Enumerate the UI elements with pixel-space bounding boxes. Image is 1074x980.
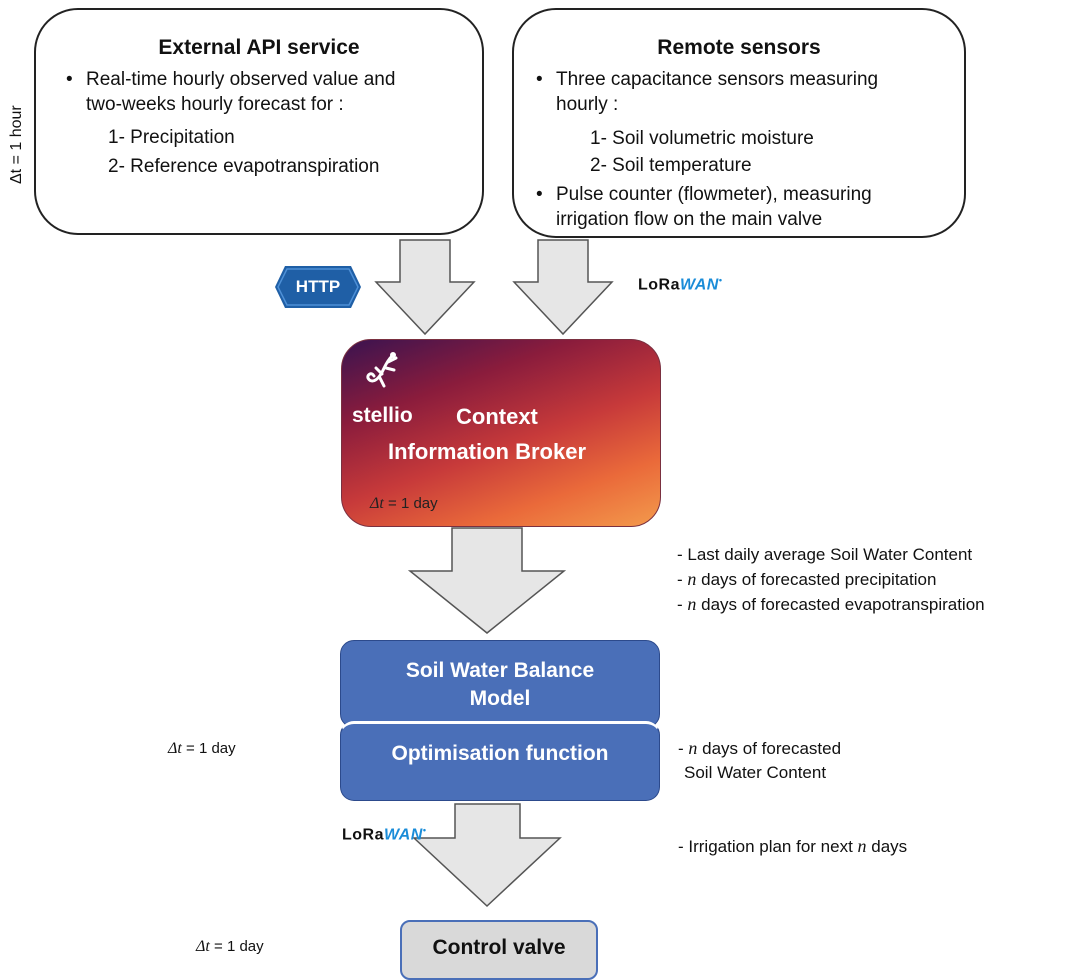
sensor-bullet2-line2: irrigation flow on the main valve	[556, 209, 823, 230]
output-forecast-soil-water: - n days of forecasted	[678, 738, 842, 758]
remote-sensors-box: Remote sensors • Three capacitance senso…	[512, 8, 966, 238]
external-api-title: External API service	[158, 36, 360, 59]
context-broker-box: stellio Context Information Broker Δt = …	[341, 339, 661, 527]
model-output-notes: - n days of forecasted Soil Water Conten…	[678, 736, 841, 785]
sensor-bullet-1: • Three capacitance sensors measuring ho…	[536, 67, 879, 117]
api-dt-label: Δt = 1 hour	[8, 105, 25, 184]
output-forecast-evapotranspiration: - n days of forecasted evapotranspiratio…	[677, 594, 985, 614]
valve-dt-label: Δt = 1 day	[196, 938, 264, 955]
model-line1: Soil Water Balance	[405, 659, 595, 682]
broker-line1: Context	[456, 404, 538, 429]
stellio-logo: stellio	[352, 404, 413, 427]
sensor-item-moisture: 1- Soil volumetric moisture	[590, 128, 814, 149]
sensor-bullet1-line2: hourly :	[556, 94, 619, 115]
api-item-evapotranspiration: 2- Reference evapotranspiration	[108, 156, 380, 177]
optimisation-function-box: Optimisation function	[340, 721, 660, 801]
api-item-precipitation: 1- Precipitation	[108, 127, 235, 148]
arrow-sensors-to-broker	[512, 239, 614, 336]
broker-output-notes: - Last daily average Soil Water Content …	[677, 543, 985, 617]
optimisation-label: Optimisation function	[391, 742, 609, 765]
gecko-icon	[366, 352, 398, 388]
http-hexagon-icon	[275, 266, 361, 308]
lorawan-logo-bottom: LoRaWAN•	[342, 825, 427, 844]
control-valve-label: Control valve	[432, 936, 566, 959]
bullet-dot-icon: •	[536, 69, 543, 90]
external-api-box: External API service • Real-time hourly …	[34, 8, 484, 235]
sensor-item-temperature: 2- Soil temperature	[590, 155, 752, 176]
lora-suffix: WAN	[384, 826, 423, 844]
arrow-api-to-broker	[374, 239, 476, 336]
api-bullet-line2: two-weeks hourly forecast for :	[86, 94, 344, 115]
bullet-dot-icon: •	[66, 69, 73, 90]
http-label: HTTP	[295, 277, 341, 296]
model-dt-label: Δt = 1 day	[168, 740, 236, 757]
remote-sensors-title: Remote sensors	[657, 36, 821, 59]
output-soil-water-content: Soil Water Content	[684, 763, 827, 782]
broker-dt-label: Δt = 1 day	[370, 495, 438, 512]
irrigation-plan-note: - Irrigation plan for next n days	[678, 836, 908, 856]
sensor-bullet1-line1: Three capacitance sensors measuring	[556, 69, 879, 90]
lora-prefix: LoRa	[342, 826, 384, 844]
arrow-broker-to-model	[407, 527, 567, 634]
arrow-model-to-valve	[412, 803, 562, 908]
lorawan-logo-top: LoRaWAN•	[638, 275, 723, 294]
sensor-bullet-2: • Pulse counter (flowmeter), measuring i…	[536, 182, 872, 232]
output-forecast-precipitation: - n days of forecasted precipitation	[677, 569, 937, 589]
sensor-bullet2-line1: Pulse counter (flowmeter), measuring	[556, 184, 872, 205]
bullet-dot-icon: •	[536, 184, 543, 205]
lora-suffix: WAN	[680, 276, 719, 294]
api-bullet: • Real-time hourly observed value and tw…	[66, 67, 396, 117]
lora-prefix: LoRa	[638, 276, 680, 294]
soil-water-balance-model-box: Soil Water Balance Model	[340, 640, 660, 728]
model-line2: Model	[469, 687, 531, 710]
api-bullet-line1: Real-time hourly observed value and	[86, 69, 396, 90]
http-badge: HTTP	[275, 266, 361, 308]
control-valve-box: Control valve	[400, 920, 598, 980]
output-last-soil-water: - Last daily average Soil Water Content	[677, 545, 973, 564]
broker-line2: Information Broker	[388, 439, 587, 464]
